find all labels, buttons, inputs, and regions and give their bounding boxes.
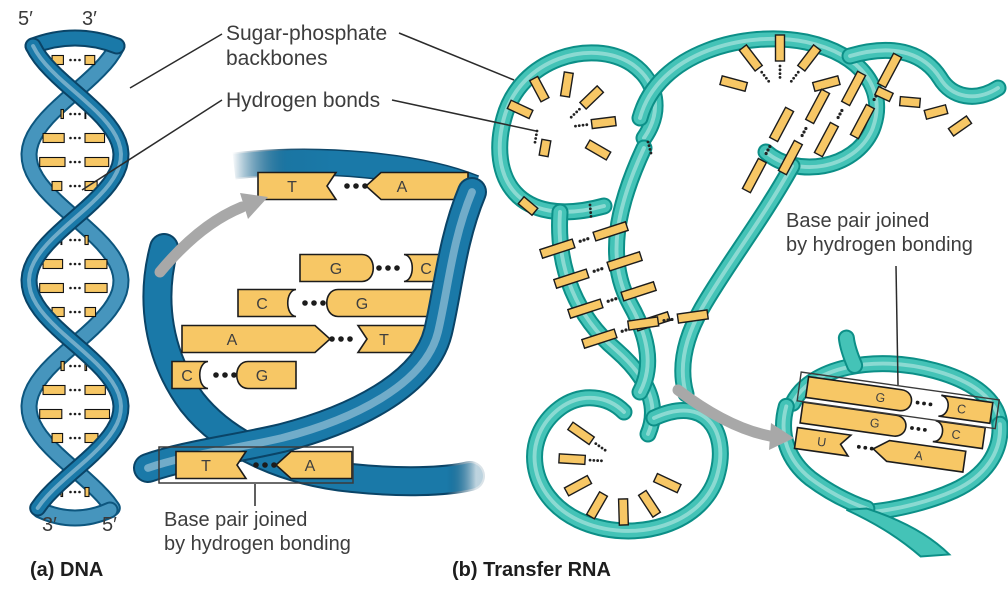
svg-text:G: G	[875, 390, 887, 405]
svg-text:G: G	[256, 368, 268, 385]
svg-text:A: A	[305, 458, 316, 475]
dna-5prime-bottom-label: 5′	[102, 514, 117, 536]
dna-enlarged-segment-illustration: T A G C C G A T C G T A	[133, 148, 487, 497]
hydrogen-bonds-label: Hydrogen bonds	[226, 89, 381, 112]
svg-text:C: C	[951, 427, 962, 442]
svg-text:C: C	[420, 261, 432, 278]
svg-text:T: T	[379, 332, 389, 349]
svg-text:G: G	[356, 296, 368, 313]
svg-text:C: C	[181, 368, 193, 385]
svg-text:C: C	[956, 402, 967, 417]
svg-text:U: U	[816, 435, 827, 450]
label-leader-lines	[81, 32, 899, 506]
svg-text:T: T	[287, 179, 297, 196]
zoom-arrows	[154, 193, 794, 450]
trna-base-pair-annotation: Base pair joined by hydrogen bonding	[786, 210, 973, 256]
svg-text:C: C	[256, 296, 268, 313]
dna-3prime-top-label: 3′	[82, 8, 97, 30]
trna-illustration	[491, 30, 1007, 540]
dna-double-helix-illustration	[20, 29, 130, 527]
svg-text:A: A	[914, 448, 925, 463]
dna-base-pair-annotation: Base pair joined by hydrogen bonding	[164, 509, 351, 555]
svg-text:G: G	[869, 416, 881, 431]
svg-text:A: A	[397, 179, 408, 196]
dna-3prime-bottom-label: 3′	[42, 514, 57, 536]
sugar-phosphate-backbones-label: Sugar-phosphate backbones	[226, 22, 388, 70]
svg-text:T: T	[201, 458, 211, 475]
trna-enlarged-segment-illustration: G C G C U A	[775, 329, 1008, 558]
svg-text:G: G	[330, 261, 342, 278]
svg-text:A: A	[227, 332, 238, 349]
panel-b-caption: (b) Transfer RNA	[452, 559, 611, 581]
dna-5prime-top-label: 5′	[18, 8, 33, 30]
panel-a-caption: (a) DNA	[30, 559, 104, 581]
